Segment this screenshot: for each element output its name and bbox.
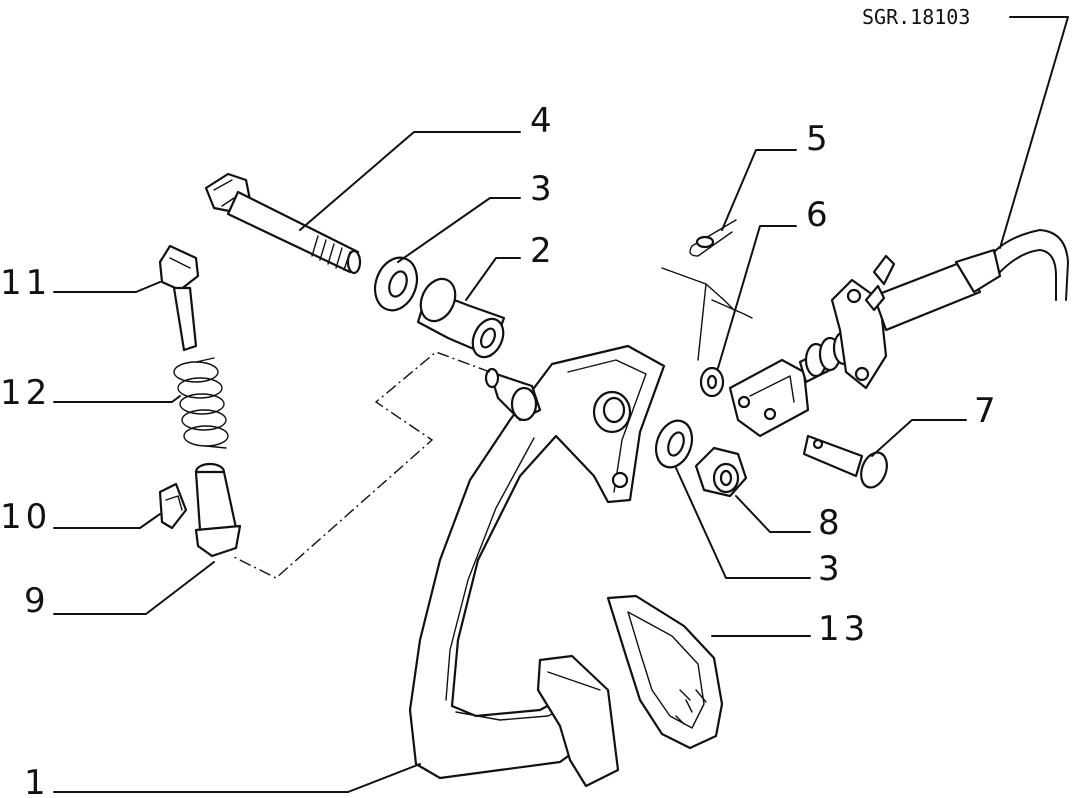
callout-3-upper: 3 — [530, 169, 556, 209]
part-11-switch — [158, 244, 200, 352]
part-3-washer-upper — [373, 256, 419, 312]
callout-6: 6 — [806, 195, 832, 235]
part-9-stop — [194, 462, 242, 558]
callout-11: 11 — [0, 263, 51, 303]
callout-4: 4 — [530, 101, 556, 141]
callout-3-lower: 3 — [818, 549, 844, 589]
callout-9: 9 — [24, 581, 50, 621]
reference-code: SGR.18103 — [862, 5, 970, 29]
part-7-clevis-pin — [802, 434, 888, 489]
callout-13: 13 — [818, 609, 869, 649]
part-12-spring — [173, 357, 229, 449]
part-13-pedal-rubber — [606, 594, 724, 750]
callout-8: 8 — [818, 503, 844, 543]
part-8-nut — [694, 446, 748, 498]
callout-5: 5 — [806, 119, 832, 159]
callout-2: 2 — [530, 231, 556, 271]
leader-lines — [53, 131, 967, 793]
part-6-small-washer — [699, 366, 725, 398]
callout-7: 7 — [974, 391, 1000, 431]
callout-12: 12 — [0, 373, 51, 413]
part-5-clip — [689, 219, 737, 257]
callout-10: 10 — [0, 497, 51, 537]
part-1-pedal-lever — [408, 344, 666, 788]
alignment-line — [231, 351, 491, 579]
part-2-bushing — [416, 277, 506, 359]
master-cylinder-assembly — [728, 229, 1069, 438]
part-3-washer-lower — [654, 419, 694, 469]
part-10-clip — [158, 482, 188, 530]
callout-1: 1 — [24, 763, 50, 798]
part-4-bolt — [204, 172, 362, 275]
bracket-fragment — [661, 267, 753, 361]
